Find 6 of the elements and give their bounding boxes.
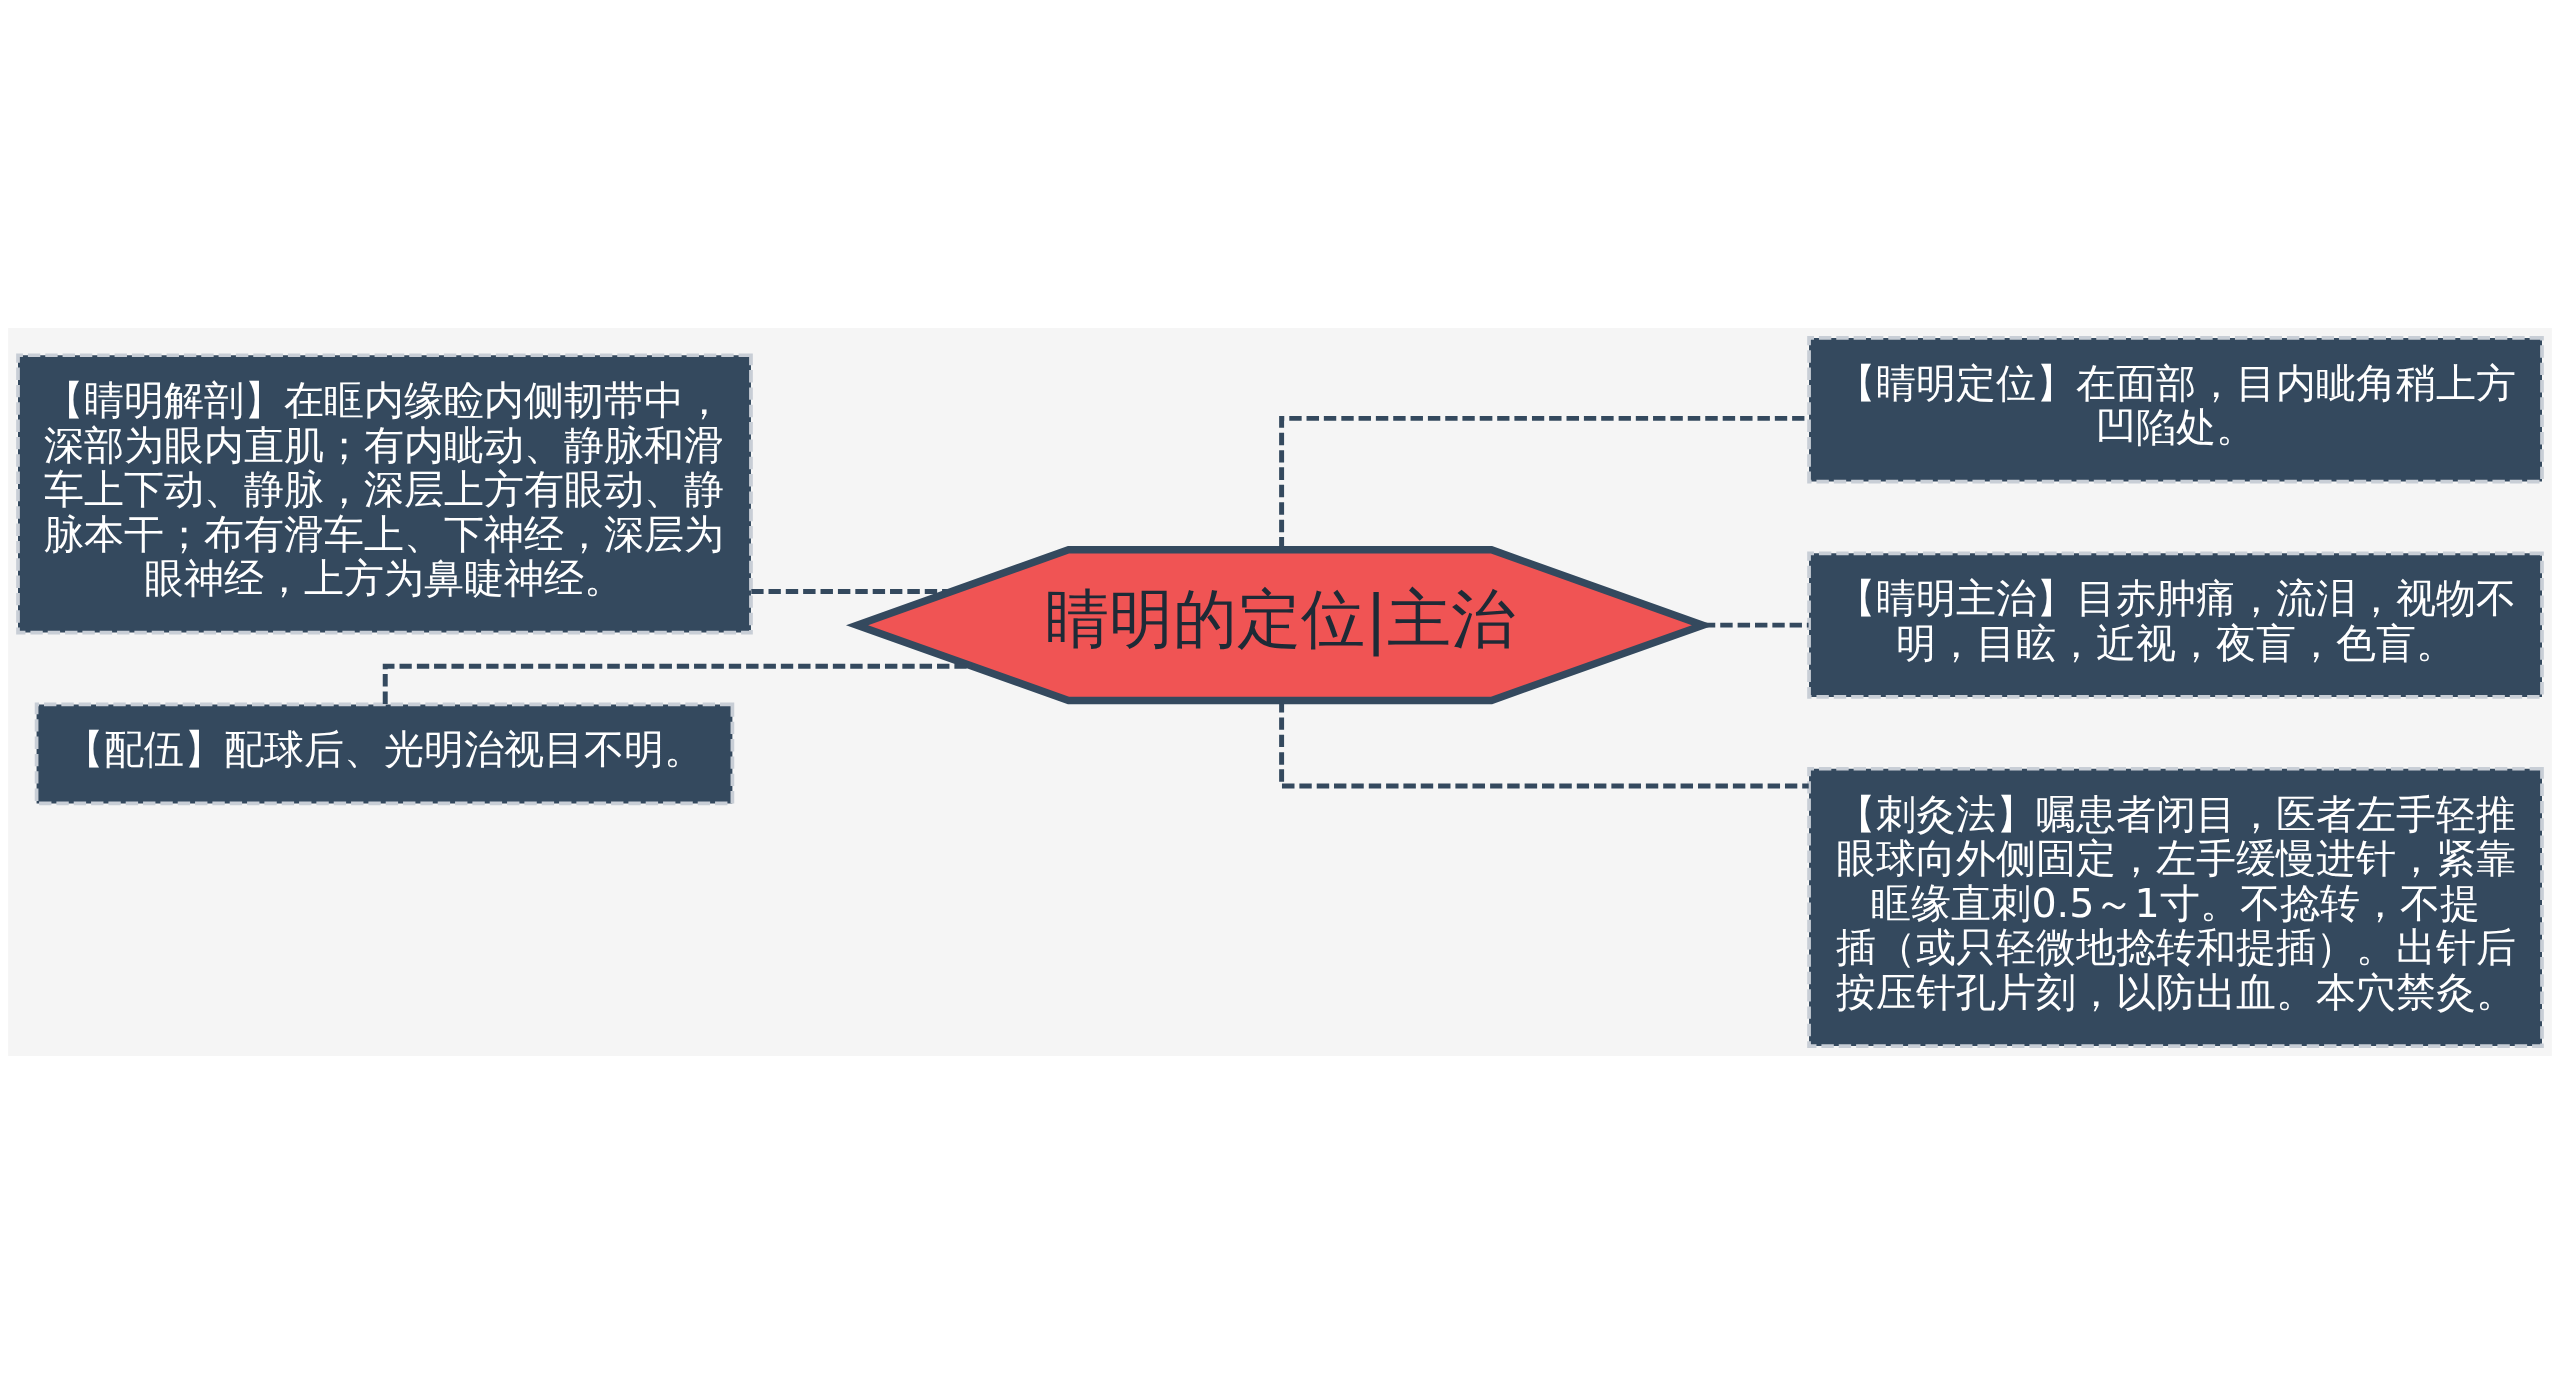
node-box: 【配伍】配球后、光明治视目不明。 bbox=[34, 702, 735, 805]
connector bbox=[1702, 622, 1809, 628]
node-box: 【刺灸法】嘱患者闭目，医者左手轻推眼球向外侧固定，左手缓慢进针，紧靠眶缘直刺0.5～1寸。不捻转，不提插（或只轻微地捻转和提插）。出针后按压针孔片刻，以防出血。本穴禁灸。 bbox=[1807, 766, 2544, 1048]
node-box: 【睛明主治】目赤肿痛，流泪，视物不明，目眩，近视，夜盲，色盲。 bbox=[1807, 550, 2544, 699]
node-box: 【睛明定位】在面部，目内眦角稍上方凹陷处。 bbox=[1807, 335, 2544, 483]
node-box: 【睛明解剖】在眶内缘睑内侧韧带中，深部为眼内直肌；有内眦动、静脉和滑车上下动、静脉，深层上方有眼动、静脉本干；布有滑车上、下神经，深层为眼神经，上方为鼻睫神经。 bbox=[16, 352, 753, 634]
